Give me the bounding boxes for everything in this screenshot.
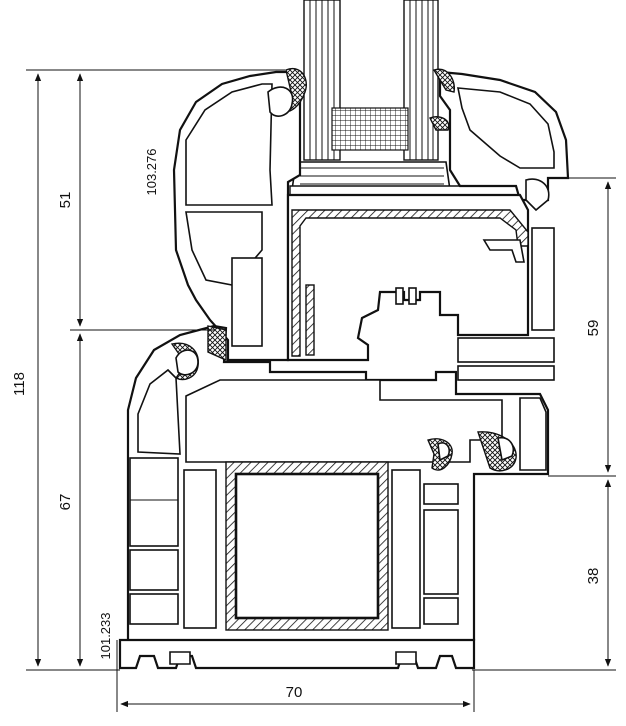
dimension-lines <box>26 69 616 712</box>
frame-profile <box>118 324 550 670</box>
dim-right-lower: 38 <box>585 568 602 585</box>
sash-part-number: 103.276 <box>144 149 159 196</box>
spacer-bar <box>331 107 409 151</box>
sash-profile <box>172 67 570 381</box>
dim-right-upper: 59 <box>585 320 602 337</box>
frame-part-number: 101.233 <box>98 613 113 660</box>
dim-frame-height: 67 <box>57 494 74 511</box>
dim-width: 70 <box>286 684 303 701</box>
glass-unit <box>289 0 521 197</box>
dim-sash-height: 51 <box>57 192 74 209</box>
dim-total-height: 118 <box>11 372 28 396</box>
